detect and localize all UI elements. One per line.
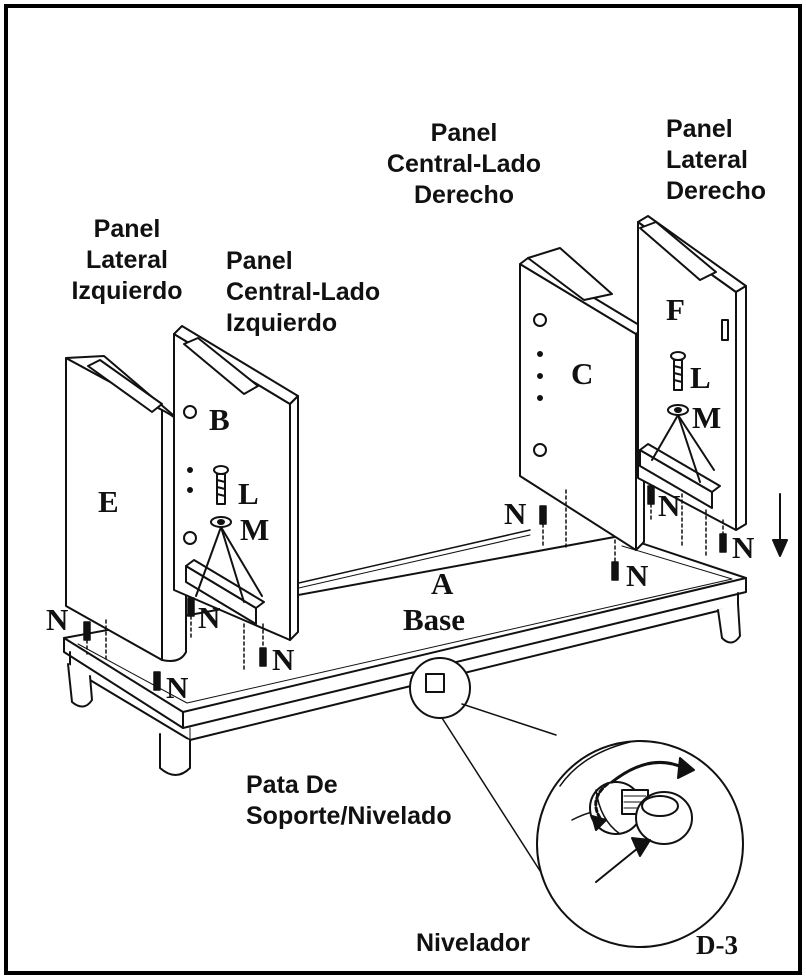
label-line: Panel <box>430 119 498 147</box>
dowels-n <box>83 485 727 691</box>
rotation-arrow-icon <box>591 757 695 831</box>
screw-l-right <box>651 351 715 483</box>
part-letter-l-left: L <box>238 476 259 511</box>
part-letter-n: N <box>732 530 755 565</box>
label-line: Lateral <box>86 246 168 274</box>
panel-f-right-side <box>637 215 747 531</box>
part-letter-n: N <box>46 602 69 637</box>
down-arrow-icon <box>772 493 788 557</box>
label-line: Panel <box>226 247 293 275</box>
label-line: Panel <box>93 215 161 243</box>
label-line: Soporte/Nivelado <box>246 802 452 830</box>
panel-b-center-left <box>173 325 299 641</box>
leveler-callout <box>409 657 744 948</box>
label-panel-left-side: Panel Lateral Izquierdo <box>62 214 192 307</box>
part-letter-n: N <box>626 558 649 593</box>
label-panel-center-right: Panel Central-Lado Derecho <box>344 118 584 211</box>
label-line: Central-Lado <box>226 278 381 306</box>
part-letter-e: E <box>98 484 119 519</box>
label-leveler: Nivelador <box>416 929 530 957</box>
label-panel-center-left: Panel Central-Lado Izquierdo <box>226 246 380 339</box>
part-letter-n: N <box>272 642 295 677</box>
label-leg: Pata De Soporte/Nivelado <box>246 770 452 832</box>
panel-c-center-right <box>519 247 645 551</box>
part-letter-b: B <box>209 402 230 437</box>
label-line: Pata De <box>246 771 338 799</box>
part-letter-n: N <box>504 496 527 531</box>
base-part-a <box>63 529 747 776</box>
screw-l-left <box>195 465 263 603</box>
part-letter-a: A <box>431 566 454 601</box>
leveler-pointer-arrow <box>595 837 651 883</box>
label-line: Lateral <box>666 146 748 174</box>
step-number: D-3 <box>696 930 738 960</box>
label-panel-right-side: Panel Lateral Derecho <box>666 114 766 207</box>
label-line: Derecho <box>666 177 767 205</box>
part-letter-n: N <box>166 670 189 705</box>
part-label-base: Base <box>403 602 465 637</box>
label-line: Izquierdo <box>71 277 183 305</box>
part-letter-n: N <box>658 488 681 523</box>
label-line: Panel <box>666 115 733 143</box>
part-letter-l-right: L <box>690 360 711 395</box>
label-line: Central-Lado <box>386 150 542 178</box>
part-letter-m-left: M <box>240 512 270 547</box>
label-line: Derecho <box>413 181 515 209</box>
panel-e-left-side <box>65 355 187 662</box>
part-letter-f: F <box>666 292 685 327</box>
part-letter-c: C <box>571 356 594 391</box>
part-letter-n: N <box>198 600 221 635</box>
label-line: Izquierdo <box>226 309 338 337</box>
part-letter-m-right: M <box>692 400 722 435</box>
